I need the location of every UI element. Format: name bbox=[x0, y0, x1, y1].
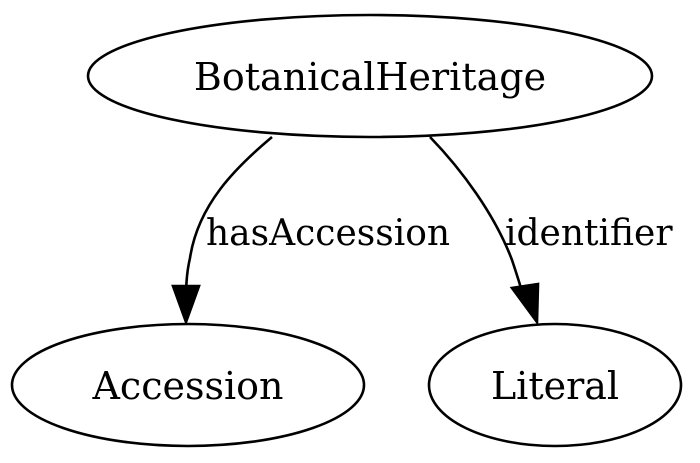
node-botanical-heritage-label: BotanicalHeritage bbox=[194, 55, 546, 99]
node-accession: Accession bbox=[10, 322, 366, 448]
node-botanical-heritage: BotanicalHeritage bbox=[86, 13, 654, 139]
edge-has-accession-label: hasAccession bbox=[206, 213, 450, 254]
node-literal: Literal bbox=[427, 322, 683, 448]
node-literal-label: Literal bbox=[491, 364, 619, 408]
edge-identifier-label: identifier bbox=[505, 213, 673, 254]
edge-has-accession-arrowhead bbox=[171, 284, 201, 326]
edge-identifier-arrowhead bbox=[509, 282, 540, 326]
node-literal-shape bbox=[427, 322, 683, 448]
node-accession-shape bbox=[10, 322, 366, 448]
node-accession-label: Accession bbox=[91, 364, 283, 408]
edge-has-accession: hasAccession bbox=[171, 136, 450, 326]
node-botanical-heritage-shape bbox=[86, 13, 654, 139]
edge-identifier: identifier bbox=[429, 136, 673, 326]
